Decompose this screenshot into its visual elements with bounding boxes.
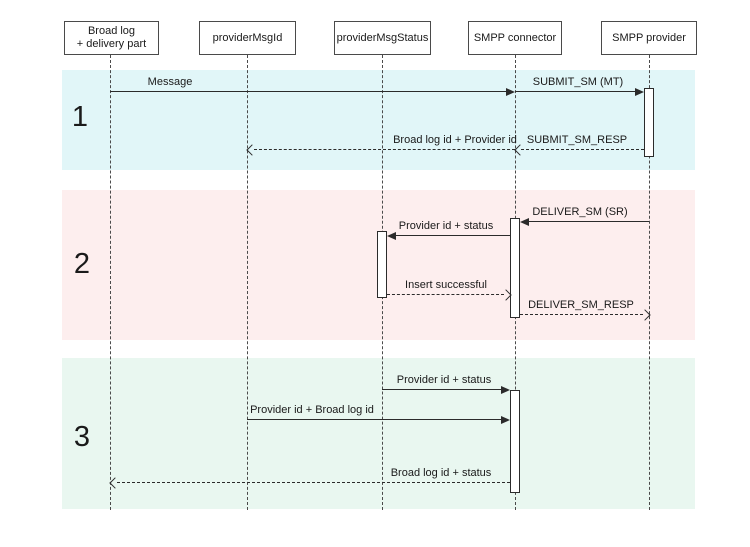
message-label: Insert successful	[405, 279, 487, 291]
message-label: Broad log id + Provider id	[393, 134, 517, 146]
message-arrow-broadlog-id-status	[117, 482, 510, 483]
message-arrow-provider-id-broadlog-id	[247, 419, 502, 420]
lifeline-head-smpp-provider: SMPP provider	[601, 21, 697, 55]
message-arrow-submit-sm-resp	[521, 149, 644, 150]
section-number-3: 3	[73, 421, 91, 453]
activation-bar-smpp-connector-section2	[510, 218, 520, 318]
message-label: Broad log id + status	[390, 467, 492, 479]
lifeline-provider-msg-id	[247, 55, 248, 510]
lifeline-head-label: + delivery part	[76, 38, 147, 50]
arrowhead-left-icon	[520, 218, 529, 226]
lifeline-head-smpp-connector: SMPP connector	[468, 21, 562, 55]
message-label: Provider id + status	[396, 374, 492, 386]
message-label: DELIVER_SM_RESP	[528, 299, 634, 311]
arrowhead-right-icon	[506, 88, 515, 96]
lifeline-head-broad-log: Broad log + delivery part	[64, 21, 159, 55]
section-band-3	[62, 358, 695, 509]
message-label: DELIVER_SM (SR)	[532, 206, 628, 218]
message-label: Message	[147, 76, 193, 88]
message-label: SUBMIT_SM (MT)	[532, 76, 624, 88]
lifeline-broad-log	[110, 55, 111, 510]
message-arrow-provider-id-status-2	[382, 389, 502, 390]
lifeline-head-label: SMPP connector	[473, 31, 557, 44]
lifeline-head-label: Broad log	[87, 25, 136, 37]
section-number-1: 1	[71, 101, 89, 133]
message-arrow-broadlog-provider-id	[254, 149, 515, 150]
message-arrow-deliver-sm	[527, 221, 649, 222]
message-arrow-submit-sm	[515, 91, 638, 92]
lifeline-head-provider-msg-id: providerMsgId	[199, 21, 296, 55]
activation-bar-smpp-connector-section3	[510, 390, 520, 493]
message-arrow-insert-successful	[387, 294, 504, 295]
section-number-2: 2	[73, 248, 91, 280]
lifeline-smpp-provider	[649, 55, 650, 510]
lifeline-head-provider-msg-status: providerMsgStatus	[334, 21, 431, 55]
arrowhead-left-icon	[387, 232, 396, 240]
arrowhead-right-icon	[501, 386, 510, 394]
message-arrow-deliver-sm-resp	[520, 314, 643, 315]
arrowhead-right-icon	[635, 88, 644, 96]
lifeline-head-label: SMPP provider	[612, 31, 686, 44]
message-label: SUBMIT_SM_RESP	[526, 134, 628, 146]
activation-bar-smpp-provider	[644, 88, 654, 157]
activation-bar-provider-msg-status	[377, 231, 387, 298]
lifeline-head-label: providerMsgId	[212, 31, 283, 44]
message-arrow-message	[110, 91, 509, 92]
section-band-1	[62, 70, 695, 170]
message-arrow-provider-id-status	[394, 235, 510, 236]
arrowhead-right-icon	[501, 416, 510, 424]
message-label: Provider id + status	[398, 220, 494, 232]
message-label: Provider id + Broad log id	[250, 404, 374, 416]
lifeline-head-label: providerMsgStatus	[336, 31, 429, 44]
